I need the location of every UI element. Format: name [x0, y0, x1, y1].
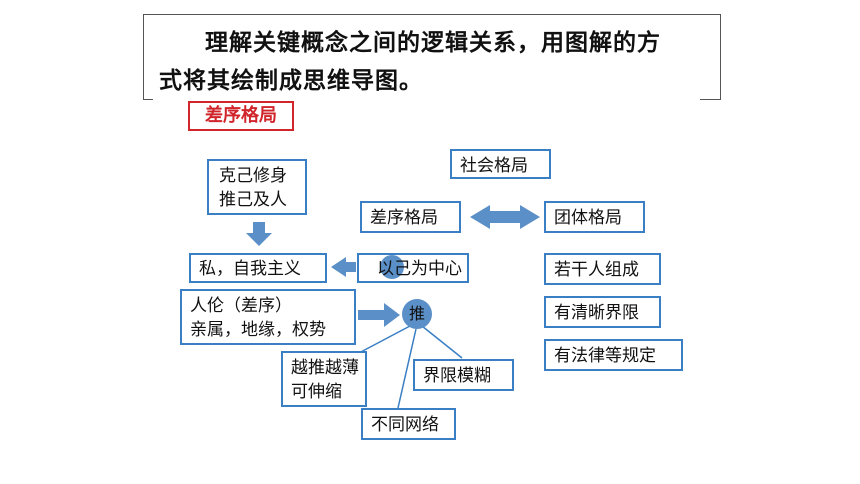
ji-circle: [380, 255, 404, 279]
box-chaxu-geju: 差序格局: [360, 201, 461, 233]
box-kejixiushen: 克己修身 推己及人: [207, 159, 307, 215]
instruction-frame-right: [720, 14, 721, 100]
connector-line-yuetui: [356, 325, 411, 355]
box-ruogan: 若干人组成: [544, 253, 661, 285]
left-arrow: [331, 257, 356, 277]
instruction-frame-top: [143, 14, 721, 15]
instruction-line-1: 理解关键概念之间的逻辑关系，用图解的方: [205, 29, 661, 56]
yiji-text: 以己为中心: [377, 259, 462, 279]
box-si-ziwo: 私，自我主义: [189, 253, 327, 283]
box-mohu: 界限模糊: [413, 359, 514, 391]
instruction-frame-left: [143, 14, 144, 100]
box-renlun: 人伦（差序） 亲属，地缘，权势: [180, 289, 356, 345]
kejixiushen-line-1: 克己修身: [219, 166, 287, 186]
title-label: 差序格局: [188, 101, 294, 131]
box-yiji-zhongxin: 以己为中心: [357, 253, 469, 283]
box-wangluo: 不同网络: [361, 408, 456, 440]
double-arrow: [470, 205, 540, 229]
tui-label: 推: [408, 304, 425, 323]
instruction-frame-bottom-left: [143, 99, 153, 100]
instruction-line-2: 式将其绘制成思维导图。: [159, 67, 423, 94]
instruction-text: 理解关键概念之间的逻辑关系，用图解的方 式将其绘制成思维导图。: [143, 14, 721, 100]
right-arrow: [358, 303, 400, 327]
box-jiexian: 有清晰界限: [544, 296, 661, 328]
box-yuetui: 越推越薄 可伸缩: [281, 351, 367, 407]
yuetui-line-2: 可伸缩: [291, 382, 342, 402]
instruction-frame-bottom: [700, 99, 721, 100]
yuetui-line-1: 越推越薄: [291, 358, 359, 378]
renlun-line-1: 人伦（差序）: [190, 296, 292, 316]
connector-line-wangluo: [397, 328, 417, 409]
box-tuanti-geju: 团体格局: [544, 201, 645, 233]
box-falv: 有法律等规定: [544, 339, 683, 371]
box-shehui-geju: 社会格局: [450, 149, 551, 179]
connector-line-mohu: [421, 325, 463, 359]
renlun-line-2: 亲属，地缘，权势: [190, 320, 326, 340]
tui-circle: [402, 299, 432, 329]
down-arrow: [246, 222, 272, 246]
kejixiushen-line-2: 推己及人: [219, 190, 287, 210]
